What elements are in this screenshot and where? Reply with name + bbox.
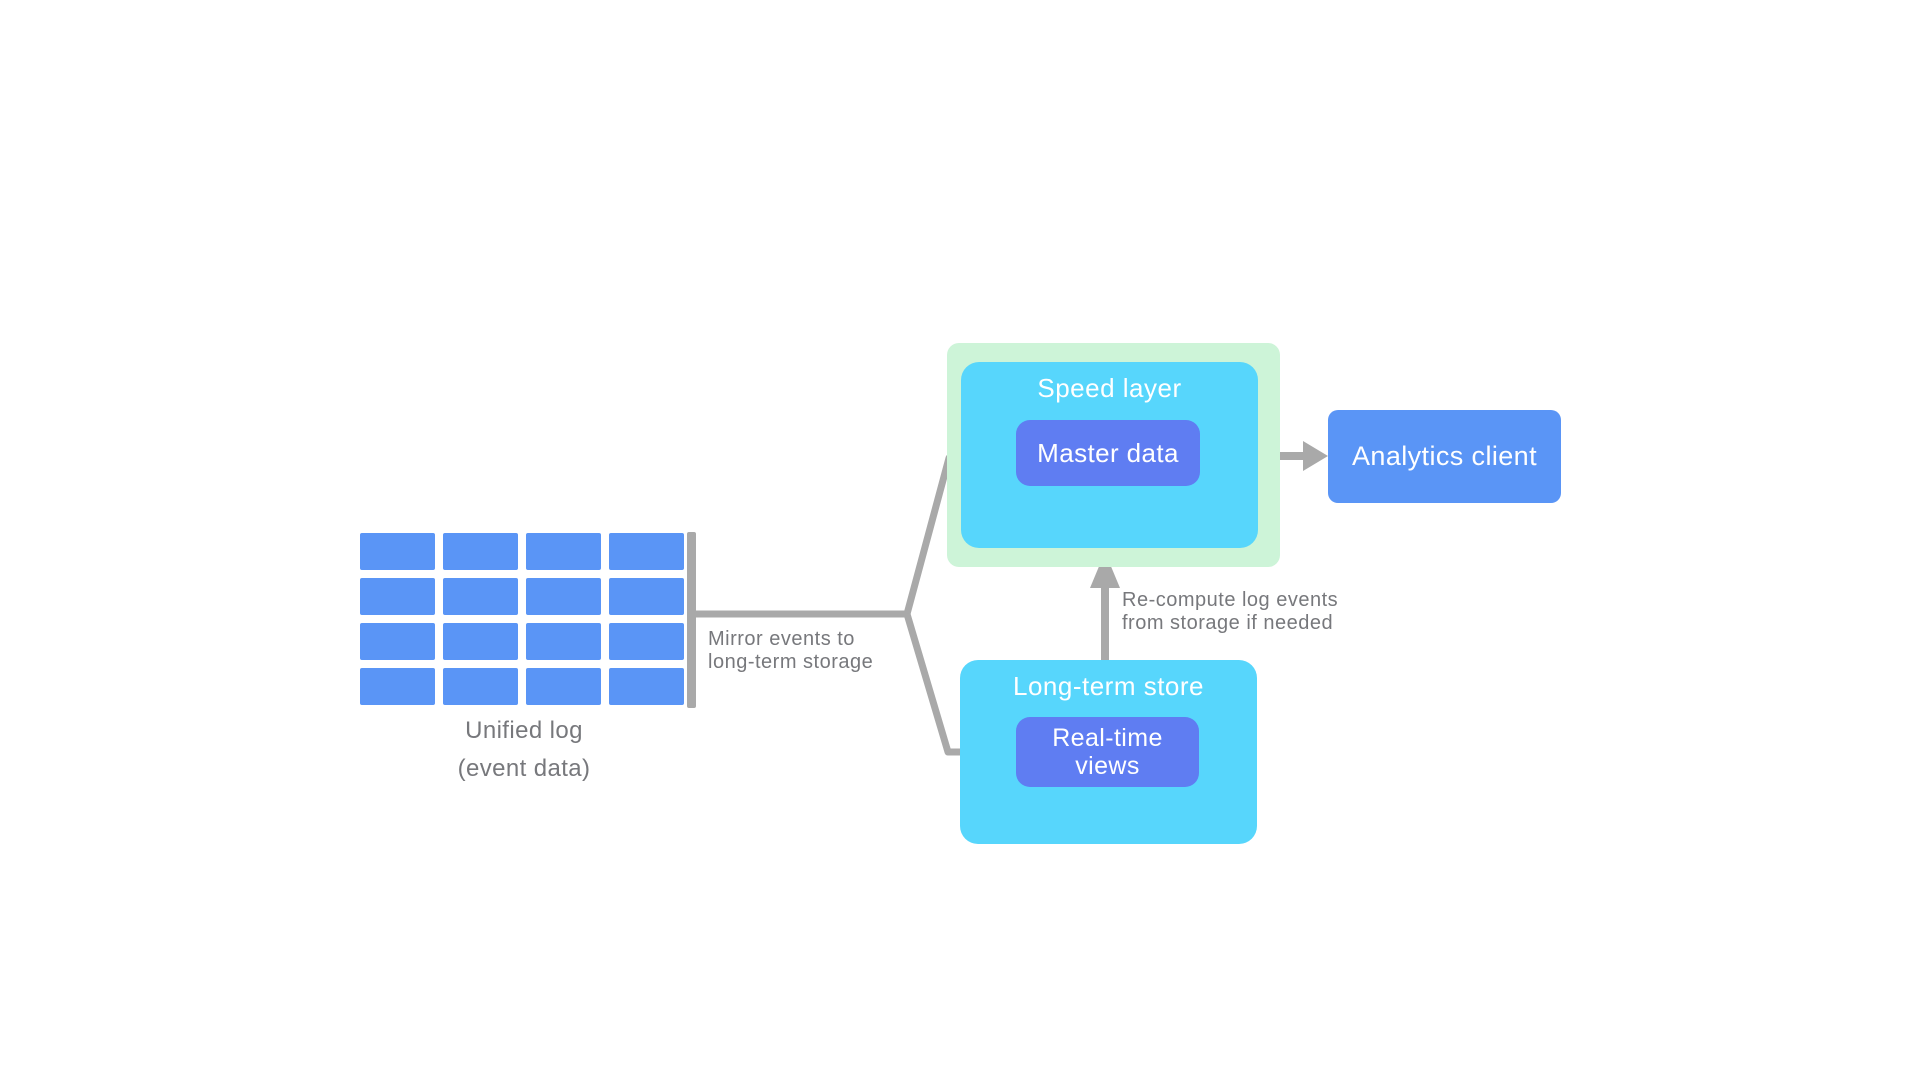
log-event-cell <box>360 578 435 615</box>
mirror-events-label-line2: long-term storage <box>708 651 874 673</box>
mirror-events-label-line1: Mirror events to <box>708 628 855 650</box>
master-data-node: Master data <box>1016 420 1200 486</box>
log-event-cell <box>526 533 601 570</box>
recompute-label: Re-compute log events from storage if ne… <box>1122 589 1338 635</box>
log-event-cell <box>526 623 601 660</box>
log-event-cell <box>609 623 684 660</box>
mirror-events-label: Mirror events to long-term storage <box>708 628 873 674</box>
recompute-label-line2: from storage if needed <box>1122 612 1334 634</box>
log-event-cell <box>443 578 518 615</box>
speed-layer-title: Speed layer <box>1037 373 1182 403</box>
real-time-views-node: Real-time views <box>1016 717 1199 787</box>
mirror-connector-upper <box>696 454 963 618</box>
recompute-label-line1: Re-compute log events <box>1122 589 1339 611</box>
long-term-store-title: Long-term store <box>1012 671 1205 701</box>
log-event-cell <box>526 668 601 705</box>
log-event-cell <box>609 668 684 705</box>
analytics-arrow-head <box>1303 441 1328 471</box>
mirror-connector-lower <box>903 613 962 756</box>
log-event-cell <box>360 623 435 660</box>
analytics-client-label: Analytics client <box>1352 441 1537 471</box>
log-collector-bar <box>687 532 696 708</box>
unified-log-grid <box>360 533 684 705</box>
analytics-client-box: Analytics client <box>1328 410 1561 503</box>
unified-log-caption: Unified log (event data) <box>330 712 718 788</box>
log-event-cell <box>609 533 684 570</box>
log-event-cell <box>360 668 435 705</box>
real-time-views-label-line1: Real-time <box>1052 724 1163 752</box>
unified-log-caption-line2: (event data) <box>457 755 591 782</box>
log-event-cell <box>443 668 518 705</box>
log-event-cell <box>526 578 601 615</box>
unified-log-caption-line1: Unified log <box>465 717 583 744</box>
log-event-cell <box>609 578 684 615</box>
real-time-views-label-line2: views <box>1075 752 1140 780</box>
log-event-cell <box>443 623 518 660</box>
log-event-cell <box>360 533 435 570</box>
log-event-cell <box>443 533 518 570</box>
master-data-label: Master data <box>1037 437 1179 468</box>
